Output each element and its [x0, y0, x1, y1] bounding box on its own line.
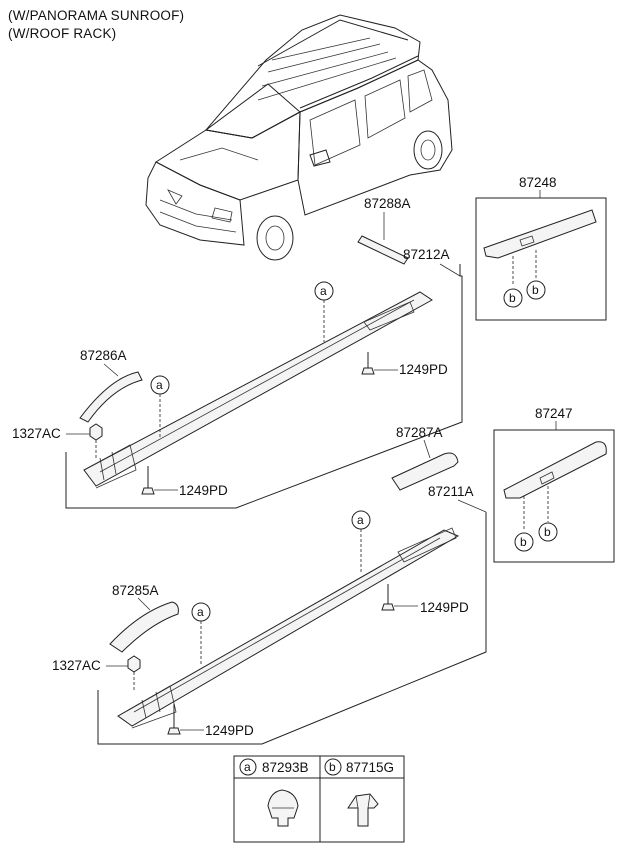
nut-1327AC-1: [89, 423, 103, 441]
part-87212A: [83, 291, 433, 487]
callout-b-87248-2: [526, 280, 546, 300]
part-87285A: [109, 601, 179, 653]
nut-1327AC-2: [127, 655, 141, 673]
svg-text:a: a: [156, 378, 163, 392]
label-87247: 87247: [535, 406, 573, 421]
legend-table: a 87293B b 87715G: [233, 755, 405, 843]
svg-text:b: b: [509, 291, 516, 305]
callout-b-87248-1: [503, 288, 523, 308]
svg-text:a: a: [197, 605, 204, 619]
callout-b-87247-2: [538, 522, 558, 542]
box-87248: [475, 197, 607, 321]
legend-part-b: 87715G: [346, 760, 394, 775]
part-87286A: [79, 371, 143, 423]
label-1327AC-2: 1327AC: [52, 658, 101, 673]
legend-callout-b: [324, 758, 342, 776]
part-87247: [503, 441, 607, 499]
vehicle-illustration: [145, 14, 453, 261]
svg-text:b: b: [544, 525, 551, 539]
part-87248: [483, 209, 597, 259]
label-1249PD-2: 1249PD: [179, 483, 228, 498]
label-1249PD-4: 1249PD: [205, 723, 254, 738]
part-87287A: [391, 452, 459, 491]
svg-text:a: a: [244, 760, 251, 774]
svg-text:b: b: [532, 283, 539, 297]
svg-text:a: a: [357, 513, 364, 527]
part-87211A: [117, 529, 460, 727]
svg-text:b: b: [520, 535, 527, 549]
header-line-1: (W/PANORAMA SUNROOF): [8, 8, 185, 23]
label-87285A: 87285A: [112, 583, 159, 598]
legend-callout-a: [239, 758, 257, 776]
label-87287A: 87287A: [396, 425, 443, 440]
legend-part-a: 87293B: [262, 760, 309, 775]
label-1249PD-1: 1249PD: [399, 362, 448, 377]
label-87286A: 87286A: [80, 348, 127, 363]
label-87248: 87248: [519, 175, 557, 190]
label-87288A: 87288A: [364, 196, 411, 211]
label-1327AC-1: 1327AC: [12, 426, 61, 441]
header-line-2: (W/ROOF RACK): [8, 26, 117, 41]
label-87211A: 87211A: [428, 484, 474, 499]
box-87247: [493, 429, 615, 563]
box-87211A: [97, 512, 487, 745]
clip-87715G: [347, 793, 379, 827]
part-87288A: [357, 235, 409, 265]
label-1249PD-3: 1249PD: [420, 600, 469, 615]
label-87212A: 87212A: [403, 247, 450, 262]
svg-text:b: b: [329, 760, 336, 774]
callout-b-87247-1: [514, 532, 534, 552]
svg-text:a: a: [320, 284, 327, 298]
